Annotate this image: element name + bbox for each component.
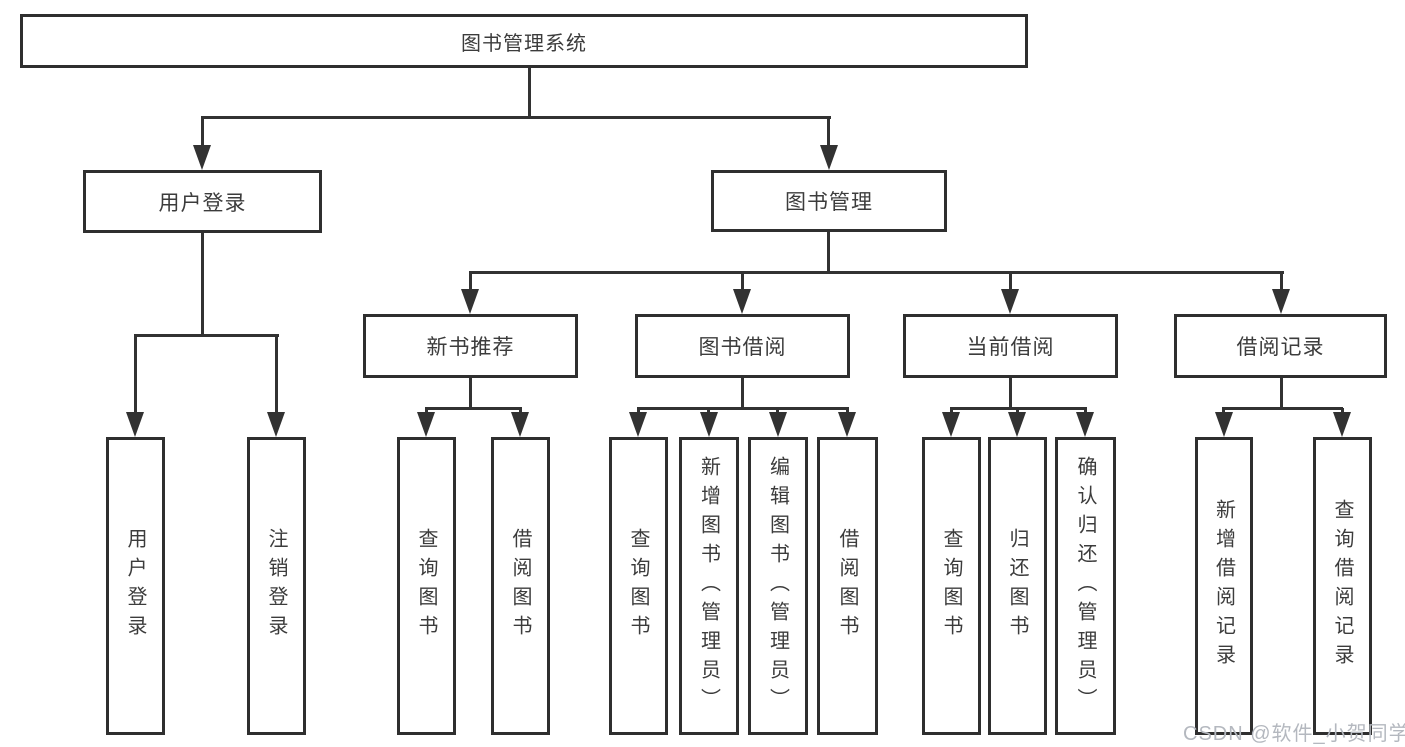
arrowhead-icon — [511, 412, 529, 437]
connector-segment — [741, 378, 744, 409]
connector-segment — [1009, 378, 1012, 409]
arrowhead-icon — [838, 412, 856, 437]
node-borrow-records: 借阅记录 — [1174, 314, 1387, 378]
connector-segment — [469, 272, 472, 294]
arrowhead-icon — [769, 412, 787, 437]
arrowhead-icon — [629, 412, 647, 437]
leaf-edit-book-admin: 编辑图书（管理员） — [748, 437, 808, 735]
connector-segment — [425, 407, 522, 410]
connector-segment — [134, 336, 137, 416]
arrowhead-icon — [126, 412, 144, 437]
leaf-borrow-book-rec: 借阅图书 — [491, 437, 550, 735]
node-current-borrow: 当前借阅 — [903, 314, 1118, 378]
connector-segment — [201, 118, 204, 150]
arrowhead-icon — [193, 145, 211, 170]
arrowhead-icon — [700, 412, 718, 437]
node-new-book-rec: 新书推荐 — [363, 314, 578, 378]
connector-segment — [741, 272, 744, 294]
connector-segment — [469, 378, 472, 409]
connector-segment — [275, 336, 278, 416]
leaf-return-book: 归还图书 — [988, 437, 1047, 735]
connector-segment — [827, 118, 830, 150]
connector-segment — [1222, 407, 1343, 410]
connector-segment — [469, 271, 1284, 274]
arrowhead-icon — [461, 289, 479, 314]
leaf-query-book-borrow: 查询图书 — [609, 437, 668, 735]
arrowhead-icon — [733, 289, 751, 314]
arrowhead-icon — [1333, 412, 1351, 437]
leaf-user-login: 用户登录 — [106, 437, 165, 735]
arrowhead-icon — [942, 412, 960, 437]
connector-segment — [1280, 378, 1283, 409]
node-root: 图书管理系统 — [20, 14, 1028, 68]
node-user-login: 用户登录 — [83, 170, 322, 233]
connector-segment — [827, 232, 830, 274]
leaf-query-book-rec: 查询图书 — [397, 437, 456, 735]
arrowhead-icon — [1215, 412, 1233, 437]
connector-segment — [1009, 272, 1012, 294]
connector-segment — [637, 407, 849, 410]
leaf-add-book-admin: 新增图书（管理员） — [679, 437, 739, 735]
node-book-mgmt: 图书管理 — [711, 170, 947, 232]
arrowhead-icon — [820, 145, 838, 170]
watermark: CSDN @软件_小贺同学 — [1183, 723, 1405, 745]
arrowhead-icon — [1001, 289, 1019, 314]
leaf-add-borrow-record: 新增借阅记录 — [1195, 437, 1253, 735]
node-book-borrow: 图书借阅 — [635, 314, 850, 378]
connector-segment — [201, 233, 204, 337]
leaf-logout: 注销登录 — [247, 437, 306, 735]
arrowhead-icon — [267, 412, 285, 437]
leaf-borrow-book-borrow: 借阅图书 — [817, 437, 878, 735]
arrowhead-icon — [1076, 412, 1094, 437]
connector-segment — [528, 68, 531, 118]
connector-segment — [134, 334, 279, 337]
leaf-confirm-return-admin: 确认归还（管理员） — [1055, 437, 1116, 735]
arrowhead-icon — [1008, 412, 1026, 437]
connector-segment — [201, 116, 831, 119]
leaf-query-borrow-record: 查询借阅记录 — [1313, 437, 1372, 735]
arrowhead-icon — [417, 412, 435, 437]
arrowhead-icon — [1272, 289, 1290, 314]
leaf-query-book-current: 查询图书 — [922, 437, 981, 735]
connector-segment — [1280, 272, 1283, 294]
